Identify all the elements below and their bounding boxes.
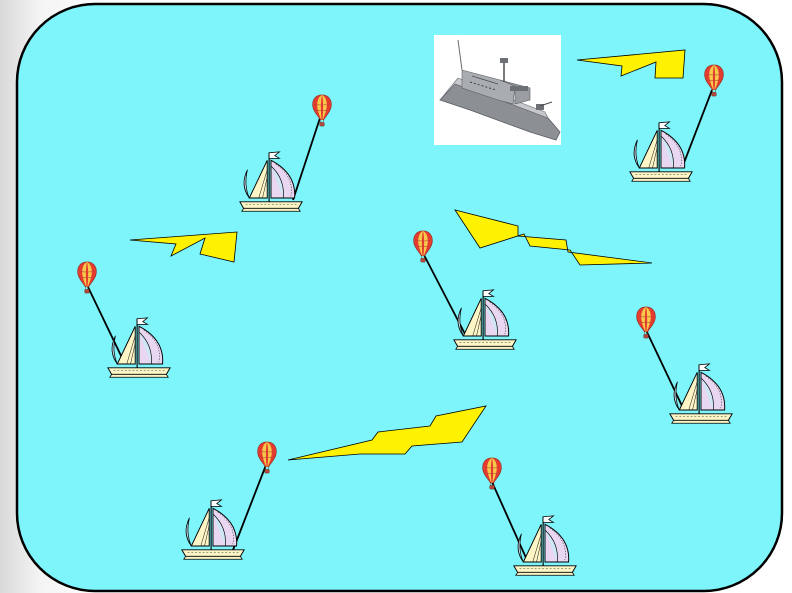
sea-area xyxy=(17,4,782,591)
naval-ship-image xyxy=(434,35,561,145)
